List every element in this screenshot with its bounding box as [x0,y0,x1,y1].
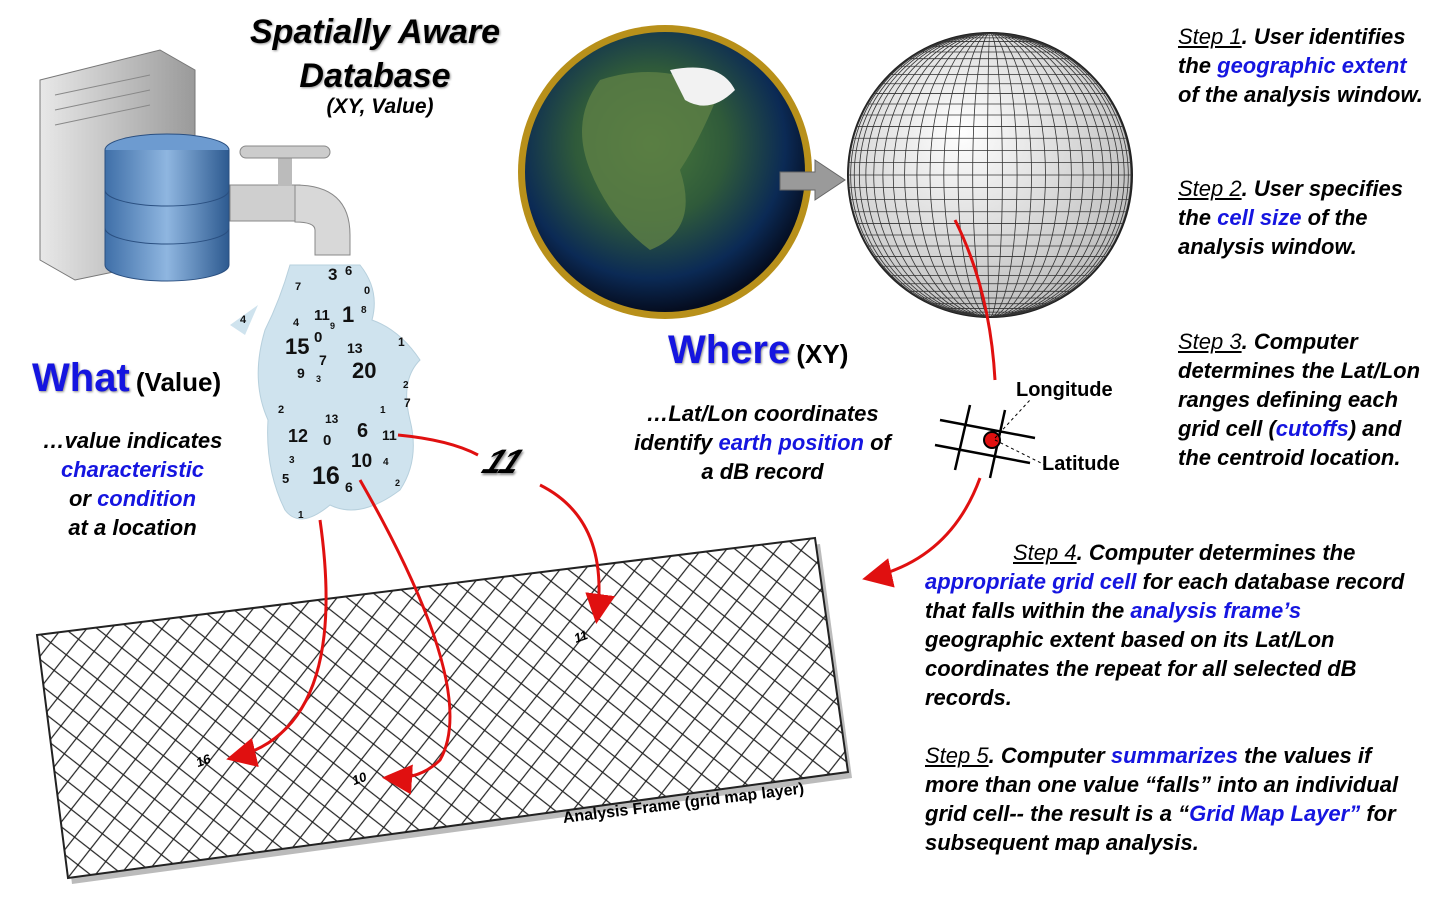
splash-value: 20 [352,358,376,383]
splash-value: 8 [361,305,367,316]
splash-value: 4 [293,317,300,329]
splash-value: 11 [382,427,397,443]
splash-value: 0 [364,285,370,297]
step-text: the values if more than one value “falls… [925,743,1399,826]
splash-value: 7 [319,352,327,368]
step-text: . User specifies the [1178,176,1404,230]
splash-value: 13 [325,412,339,426]
step-text: geographic extent based on its Lat/Lon c… [925,627,1357,710]
what-heading: What (Value) [32,356,222,400]
latitude-label: Latitude [1042,453,1120,475]
splash-value: 3 [328,265,337,284]
analysis-frame-grid [35,536,852,884]
water-splash [230,264,421,520]
step-4: Step 4. Computer determines the appropri… [925,538,1425,712]
splash-value: 7 [295,281,301,293]
where-heading: Where (XY) [668,328,849,372]
step-highlight: summarizes [1110,743,1239,768]
step-label: Step 4 [1013,540,1077,565]
step-highlight: Grid Map Layer” [1189,801,1361,826]
page-subtitle: (XY, Value) [326,95,434,118]
step-label: Step 5 [925,743,989,768]
wireframe-sphere [847,32,1133,318]
splash-value: 2 [278,404,284,416]
splash-value: 13 [347,340,363,356]
splash-value: 4 [240,314,247,326]
splash-value: 9 [330,321,335,331]
step-highlight: cutoffs [1275,416,1349,441]
database-server-icon [39,49,230,282]
splash-value: 10 [351,451,372,472]
step-label: Step 3 [1178,329,1242,354]
splash-value: 3 [316,374,321,384]
splash-value: 1 [398,335,405,349]
step-text: . Computer [988,743,1111,768]
splash-value: 16 [312,462,340,490]
step-label: Step 2 [1178,176,1242,201]
step-5: Step 5. Computer summarizes the values i… [925,741,1425,857]
splash-value: 1 [380,405,386,416]
grid-cell-detail [934,399,1046,479]
splash-value: 5 [282,471,289,486]
splash-value: 7 [404,396,411,410]
splash-value: 6 [345,263,352,278]
splash-value: 2 [403,380,409,391]
faucet-icon [229,145,351,256]
splash-value: 1 [298,510,304,521]
longitude-label: Longitude [1016,379,1113,401]
splash-value: 6 [345,479,353,495]
step-2: Step 2. User specifies the cell size of … [1178,174,1423,261]
step-highlight: analysis frame’s [1130,598,1302,623]
splash-value: 1 [342,302,354,327]
earth-globe [518,25,812,319]
step-3: Step 3. Computer determines the Lat/Lon … [1178,327,1423,472]
step-highlight: geographic extent [1217,53,1407,78]
red-arrows [226,219,997,795]
step-highlight: cell size [1217,205,1302,230]
step-text: . User identifies the [1178,24,1406,78]
step-text: for subsequent map analysis. [925,801,1396,855]
splash-value: 9 [297,365,305,381]
splash-value: 2 [395,478,400,488]
arrow-right-icon [779,159,846,201]
splash-value: 0 [323,432,331,449]
splash-value: 15 [285,334,309,359]
step-text: of the analysis window. [1178,205,1368,259]
step-label: Step 1 [1178,24,1242,49]
splash-value: 6 [357,420,368,442]
step-highlight: appropriate grid cell [925,569,1137,594]
step-text: . Computer determines the [1076,540,1356,565]
step-text: ) and the centroid location. [1178,416,1402,470]
splash-value: 4 [383,457,389,468]
splash-value: 3 [289,455,295,466]
splash-value: 0 [314,329,322,346]
step-text: of the analysis window. [1178,82,1423,107]
splash-value: 12 [288,426,308,446]
step-text: . Computer determines the Lat/Lon ranges… [1178,329,1421,441]
step-1: Step 1. User identifies the geographic e… [1178,22,1423,109]
splash-value: 11 [314,307,330,324]
step-text: for each database record that falls with… [925,569,1405,623]
